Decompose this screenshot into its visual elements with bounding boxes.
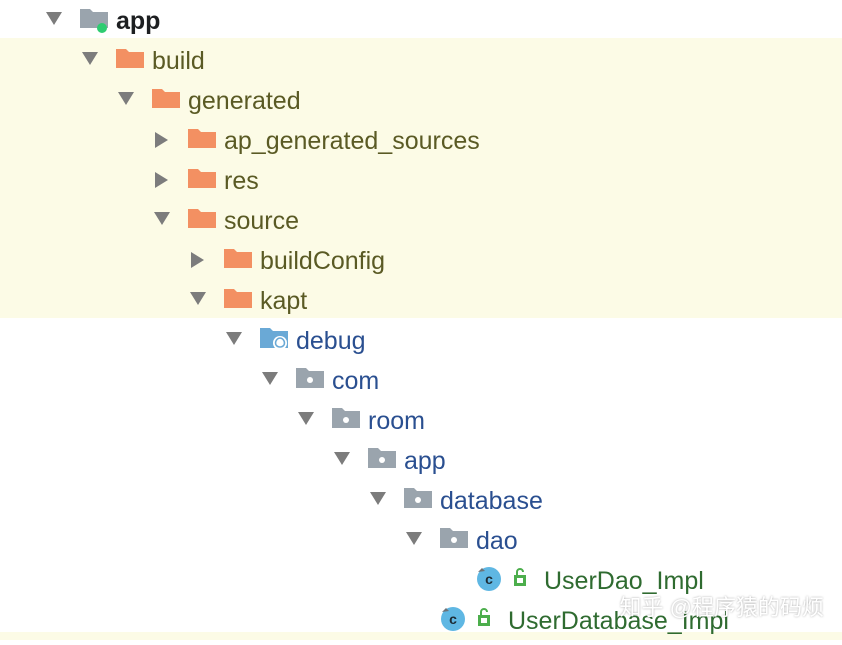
tree-row-source[interactable]: source <box>0 200 842 240</box>
tree-label-userdao-impl: UserDao_Impl <box>544 567 704 595</box>
package-icon <box>440 520 470 560</box>
tree-row-com[interactable]: com <box>0 360 842 400</box>
tree-row-generated[interactable]: generated <box>0 80 842 120</box>
public-lock-icon <box>474 600 496 640</box>
expand-arrow-down-icon[interactable] <box>366 480 390 520</box>
package-icon <box>368 440 398 480</box>
expand-arrow-right-icon[interactable] <box>186 240 210 280</box>
tree-row-res[interactable]: res <box>0 160 842 200</box>
tree-row-build[interactable]: build <box>0 40 842 80</box>
expand-arrow-down-icon[interactable] <box>402 520 426 560</box>
class-icon: c <box>474 560 506 600</box>
tree-label-app-package: app <box>404 447 446 475</box>
svg-text:c: c <box>449 611 457 627</box>
svg-text:c: c <box>485 571 493 587</box>
tree-label-buildconfig: buildConfig <box>260 247 386 275</box>
expand-arrow-right-icon[interactable] <box>150 160 174 200</box>
excluded-folder-icon <box>188 160 218 200</box>
generated-source-folder-icon <box>260 320 292 360</box>
expand-arrow-down-icon[interactable] <box>186 280 210 320</box>
package-icon <box>296 360 326 400</box>
tree-row-userdao-impl[interactable]: c UserDao_Impl <box>0 560 842 600</box>
watermark: 知乎 @程序猿的码烦 <box>619 595 824 620</box>
tree-row-app-package[interactable]: app <box>0 440 842 480</box>
expand-arrow-down-icon[interactable] <box>150 200 174 240</box>
expand-arrow-down-icon[interactable] <box>330 440 354 480</box>
tree-label-app: app <box>116 7 161 35</box>
module-folder-icon <box>80 0 110 40</box>
excluded-highlight-band <box>0 38 842 318</box>
tree-row-ap-generated-sources[interactable]: ap_generated_sources <box>0 120 842 160</box>
tree-label-com: com <box>332 367 380 395</box>
package-icon <box>332 400 362 440</box>
expand-arrow-down-icon[interactable] <box>114 80 138 120</box>
excluded-folder-icon <box>224 280 254 320</box>
tree-label-kapt: kapt <box>260 287 308 315</box>
expand-arrow-down-icon[interactable] <box>294 400 318 440</box>
tree-row-buildconfig[interactable]: buildConfig <box>0 240 842 280</box>
excluded-folder-icon <box>188 120 218 160</box>
tree-label-generated: generated <box>188 87 301 115</box>
expand-arrow-down-icon[interactable] <box>222 320 246 360</box>
tree-label-ap-generated-sources: ap_generated_sources <box>224 127 480 155</box>
expand-arrow-down-icon[interactable] <box>42 0 66 40</box>
bottom-highlight-band <box>0 632 842 640</box>
tree-label-userdatabase-impl: UserDatabase_Impl <box>508 607 729 635</box>
excluded-folder-icon <box>224 240 254 280</box>
tree-label-room: room <box>368 407 425 435</box>
expand-arrow-right-icon[interactable] <box>150 120 174 160</box>
class-icon: c <box>438 600 470 640</box>
excluded-folder-icon <box>152 80 182 120</box>
tree-label-res: res <box>224 167 259 195</box>
tree-row-dao[interactable]: dao <box>0 520 842 560</box>
tree-row-kapt[interactable]: kapt <box>0 280 842 320</box>
tree-row-userdatabase-impl[interactable]: c UserDatabase_Impl <box>0 600 842 640</box>
excluded-folder-icon <box>188 200 218 240</box>
public-lock-icon <box>510 560 532 600</box>
tree-label-build: build <box>152 47 205 75</box>
expand-arrow-down-icon[interactable] <box>258 360 282 400</box>
tree-label-debug: debug <box>296 327 366 355</box>
tree-label-dao: dao <box>476 527 518 555</box>
tree-label-database: database <box>440 487 543 515</box>
tree-row-database[interactable]: database <box>0 480 842 520</box>
tree-label-source: source <box>224 207 300 235</box>
tree-row-room[interactable]: room <box>0 400 842 440</box>
tree-row-debug[interactable]: debug <box>0 320 842 360</box>
package-icon <box>404 480 434 520</box>
expand-arrow-down-icon[interactable] <box>78 40 102 80</box>
excluded-folder-icon <box>116 40 146 80</box>
tree-row-app[interactable]: app <box>0 0 842 40</box>
